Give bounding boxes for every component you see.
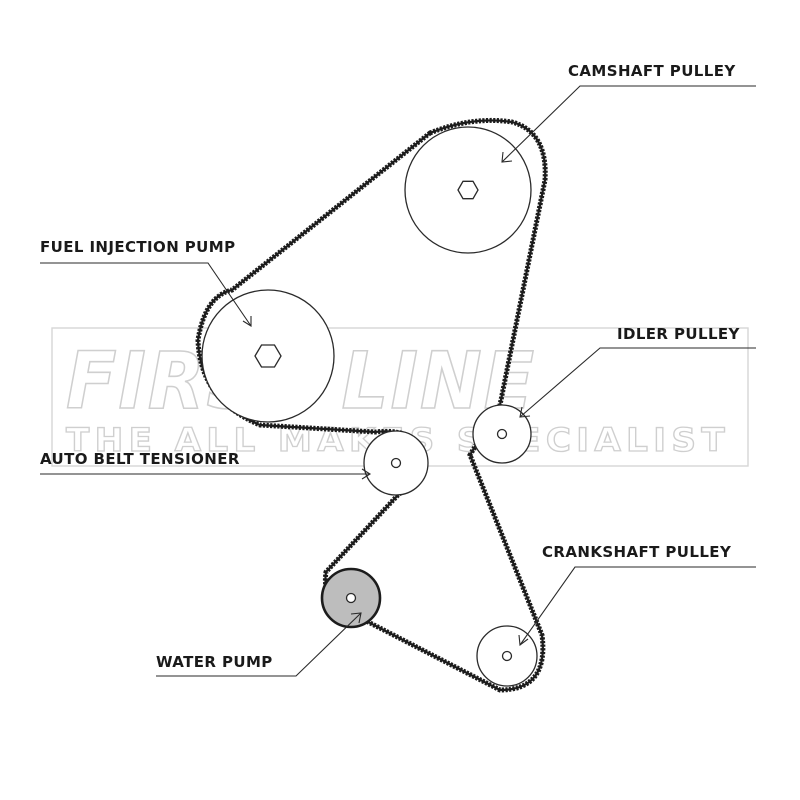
tensioner-hub-icon [390,457,402,469]
label-idler-pulley: IDLER PULLEY [617,325,741,343]
label-crankshaft-pulley: CRANKSHAFT PULLEY [542,543,732,561]
callout-auto-belt-tensioner: AUTO BELT TENSIONER [40,450,372,480]
callout-water-pump: WATER PUMP [156,612,362,677]
leader-water-pump [156,612,362,677]
arrowhead-tensioner-icon [361,468,372,480]
crankshaft-hub-icon [501,650,513,662]
label-camshaft-pulley: CAMSHAFT PULLEY [568,62,736,80]
arrowhead-fuel-pump-icon [242,316,252,327]
arrowhead-crankshaft-icon [518,634,529,647]
leader-idler [519,347,756,418]
leader-camshaft [501,85,756,163]
water-pump [320,567,382,629]
idler-pulley [472,404,532,464]
auto-belt-tensioner [363,430,429,496]
leader-fuel-pump [40,262,252,327]
callout-camshaft: CAMSHAFT PULLEY [501,62,756,163]
callout-crankshaft-pulley: CRANKSHAFT PULLEY [518,543,756,647]
label-water-pump: WATER PUMP [156,653,273,671]
idler-hub-icon [496,428,508,440]
callout-fuel-injection-pump: FUEL INJECTION PUMP [40,238,252,327]
fuel-injection-pump-pulley [201,289,335,423]
arrowhead-water-pump-icon [350,612,362,624]
camshaft-hub-icon [457,180,479,200]
arrowhead-idler-icon [519,406,531,418]
callout-idler-pulley: IDLER PULLEY [519,325,756,418]
label-fuel-injection-pump: FUEL INJECTION PUMP [40,238,235,256]
water-pump-hub-icon [345,592,357,604]
camshaft-pulley [404,126,532,254]
leader-crankshaft [519,566,756,646]
arrowhead-camshaft-icon [501,151,513,163]
crankshaft-pulley [476,625,538,687]
label-auto-belt-tensioner: AUTO BELT TENSIONER [40,450,240,468]
fuel-pump-hub-icon [254,344,282,368]
